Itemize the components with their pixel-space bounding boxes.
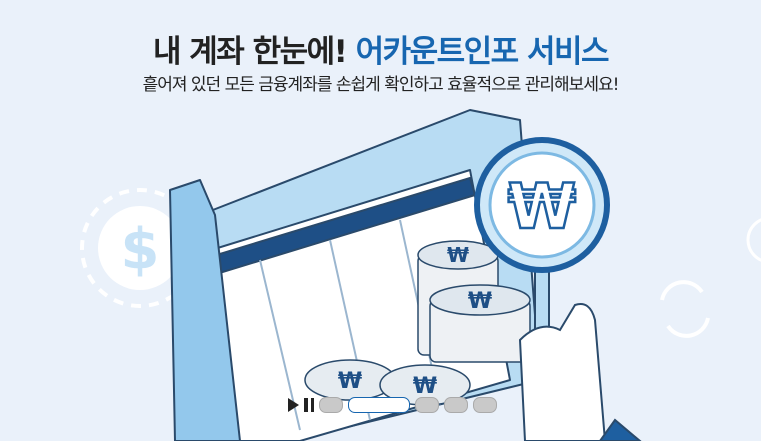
carousel-controls [288, 397, 497, 413]
pause-bar [310, 398, 314, 412]
banner-subtitle: 흩어져 있던 모든 금융계좌를 손쉽게 확인하고 효율적으로 관리해보세요! [142, 75, 620, 95]
svg-text:₩: ₩ [338, 369, 362, 394]
svg-text:₩: ₩ [447, 243, 469, 267]
title-accent: 어카운트인포 서비스 [355, 34, 610, 70]
carousel-dot-1[interactable] [319, 397, 343, 413]
carousel-dot-5[interactable] [473, 397, 497, 413]
carousel-dot-4[interactable] [444, 397, 468, 413]
svg-text:$: $ [121, 217, 160, 282]
carousel-dot-2-active[interactable] [348, 397, 410, 413]
refresh-icon [660, 280, 710, 338]
banner-title: 내 계좌 한눈에! 어카운트인포 서비스 [0, 26, 761, 71]
hand-icon [518, 303, 642, 441]
svg-text:₩: ₩ [508, 170, 576, 243]
pause-bar [304, 398, 308, 412]
carousel-dot-3[interactable] [415, 397, 439, 413]
play-button[interactable] [288, 398, 299, 412]
won-coin-stack-icon: ₩ ₩ ₩ ₩ [304, 240, 531, 406]
dollar-coin-icon: $ [80, 188, 200, 308]
magnifier-won-icon: ₩ [474, 137, 610, 336]
svg-text:₩: ₩ [413, 374, 437, 399]
title-main: 내 계좌 한눈에! [152, 34, 356, 70]
pause-button[interactable] [304, 398, 314, 412]
svg-text:₩: ₩ [468, 289, 492, 314]
